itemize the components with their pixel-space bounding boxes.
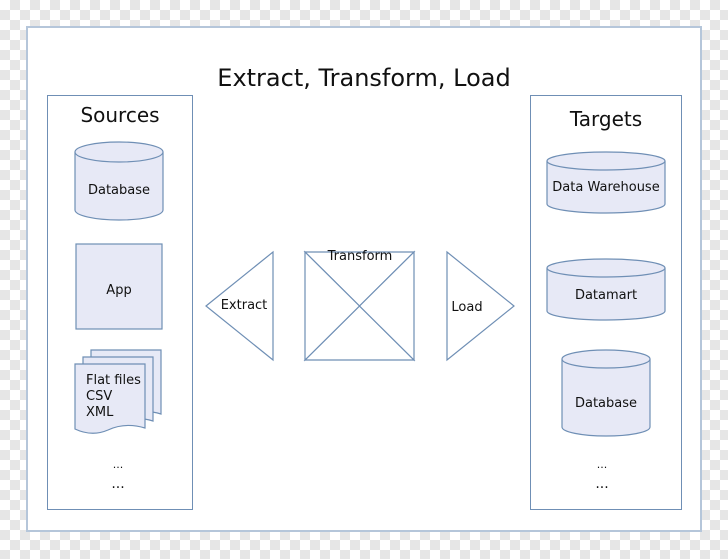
target-data-warehouse-cylinder xyxy=(546,151,666,214)
diagram-title: Extract, Transform, Load xyxy=(217,64,511,92)
target-data-warehouse-label: Data Warehouse xyxy=(552,180,660,195)
sources-more: ... xyxy=(111,476,125,492)
sources-ellipsis-small: ... xyxy=(112,458,124,471)
source-database-cylinder xyxy=(74,141,164,221)
targets-more: ... xyxy=(595,476,609,492)
target-database-label: Database xyxy=(574,396,638,411)
target-datamart-cylinder xyxy=(546,258,666,321)
source-flat-files-label: Flat files CSV XML xyxy=(86,373,141,420)
targets-heading: Targets xyxy=(569,107,643,131)
source-app-box xyxy=(75,243,163,330)
source-flat-files-stack xyxy=(74,349,162,434)
transform-label: Transform xyxy=(327,249,393,264)
target-datamart-label: Datamart xyxy=(574,288,638,303)
source-app-label: App xyxy=(106,283,132,298)
target-database-cylinder xyxy=(561,349,651,437)
load-label: Load xyxy=(451,300,483,315)
extract-arrow xyxy=(205,250,274,362)
source-database-label: Database xyxy=(87,183,151,198)
sources-heading: Sources xyxy=(80,103,160,127)
extract-label: Extract xyxy=(220,298,268,313)
load-arrow xyxy=(446,250,515,362)
targets-ellipsis-small: ... xyxy=(596,458,608,471)
